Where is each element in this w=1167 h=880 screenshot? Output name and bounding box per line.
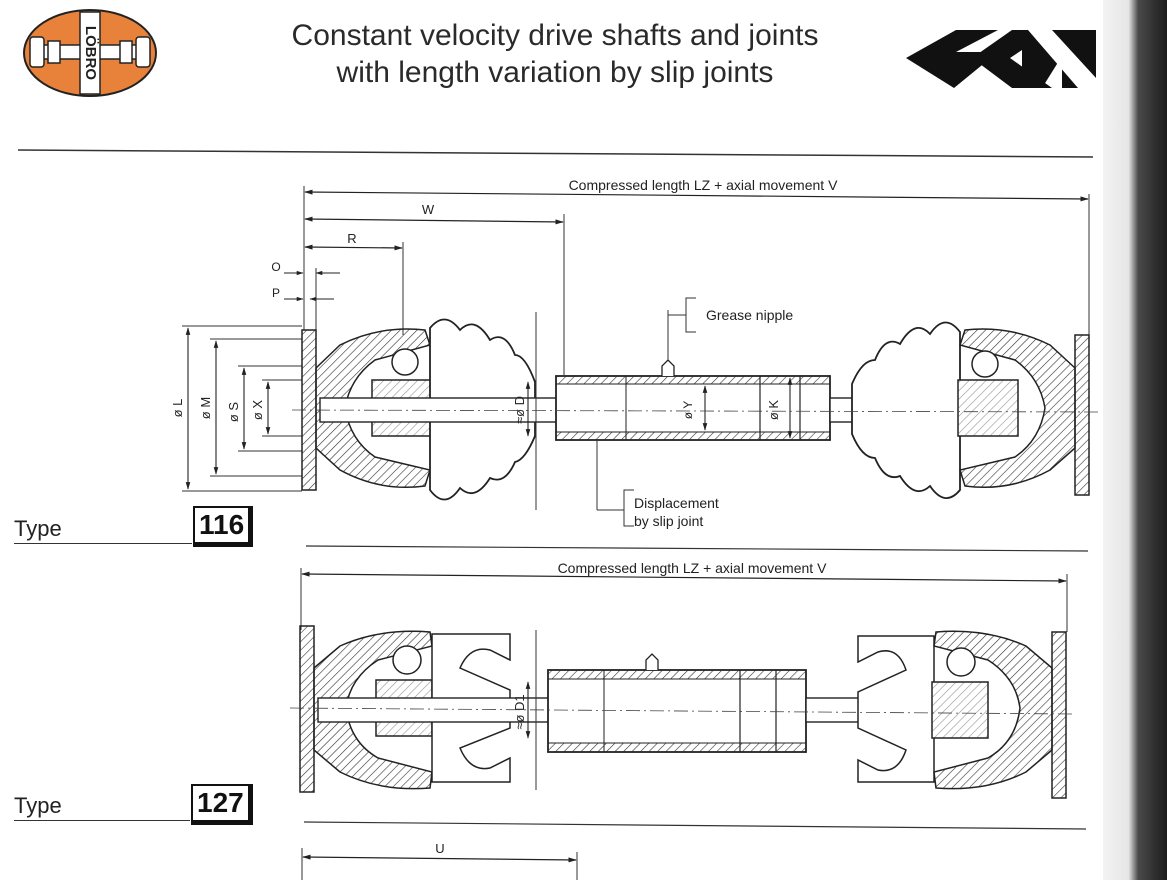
slip-joint-tube-116 [555,375,831,441]
right-flange-116 [1074,334,1090,496]
page-title: Constant velocity drive shafts and joint… [230,17,880,91]
overall-length-label-127: Compressed length LZ + axial movement V [558,560,828,576]
dim-p-label: P [272,286,280,300]
dia-y-label: ø Y [681,401,695,419]
dim-r-label: R [347,231,356,246]
left-flange-127 [299,625,315,793]
left-ball-127 [392,645,422,675]
dia-s-label: ø S [226,402,241,423]
grease-nipple-label: Grease nipple [706,307,793,323]
drawing-type-116: Compressed length LZ + axial movement V … [170,177,1099,552]
type-underline-116 [14,543,192,544]
dim-r-line [304,244,403,251]
dia-d-label: ≈ø D [512,396,527,424]
overall-length-dimension-127 [301,571,1067,584]
type-number-127: 127 [191,784,253,825]
type-underline-127 [14,820,190,821]
overall-length-label-116: Compressed length LZ + axial movement V [569,177,839,193]
dim-w-label: W [422,202,435,217]
type-label-116: Type [14,516,62,541]
dia-k-label: ø K [766,400,781,421]
overall-length-dimension-116 [304,189,1089,202]
page-binding-edge [1103,0,1167,880]
dim-u-label: U [435,841,444,856]
dim-u-line [302,854,577,863]
displacement-label-line1: Displacement [634,495,719,511]
dim-w-line [304,216,564,225]
dim-o-label: O [271,260,280,274]
dia-d1-label: ≈ø D1 [512,694,527,729]
right-boot-116 [851,321,961,499]
type-number-116: 116 [193,506,254,547]
displacement-label-line2: by slip joint [634,513,703,529]
drawing-bottom-partial: U [301,841,578,880]
title-line-1: Constant velocity drive shafts and joint… [291,19,819,52]
dia-l-label: ø L [170,399,185,418]
grease-nipple-127 [645,653,659,670]
gkn-logo [906,30,1096,88]
dia-x-label: ø X [250,400,265,421]
title-line-2: with length variation by slip joints [336,56,774,89]
type-label-127: Type [14,793,62,818]
header-rule [17,149,1094,158]
right-joint-housing-116 [959,328,1076,489]
right-ball-116 [971,350,999,378]
right-joint-housing-127 [933,630,1053,790]
left-ball-116 [391,348,419,376]
right-boot-127 [857,635,935,783]
right-flange-127 [1051,631,1067,799]
drive-shaft-drawings: Compressed length LZ + axial movement V … [17,149,1099,880]
grease-nipple-116 [661,359,675,376]
dia-m-label: ø M [198,397,213,419]
right-ball-127 [946,647,976,677]
loebro-logo-text: LÖBRO [82,26,99,80]
loebro-logo: LÖBRO [23,9,157,97]
drawing-type-127: Compressed length LZ + axial movement V … [289,560,1087,830]
